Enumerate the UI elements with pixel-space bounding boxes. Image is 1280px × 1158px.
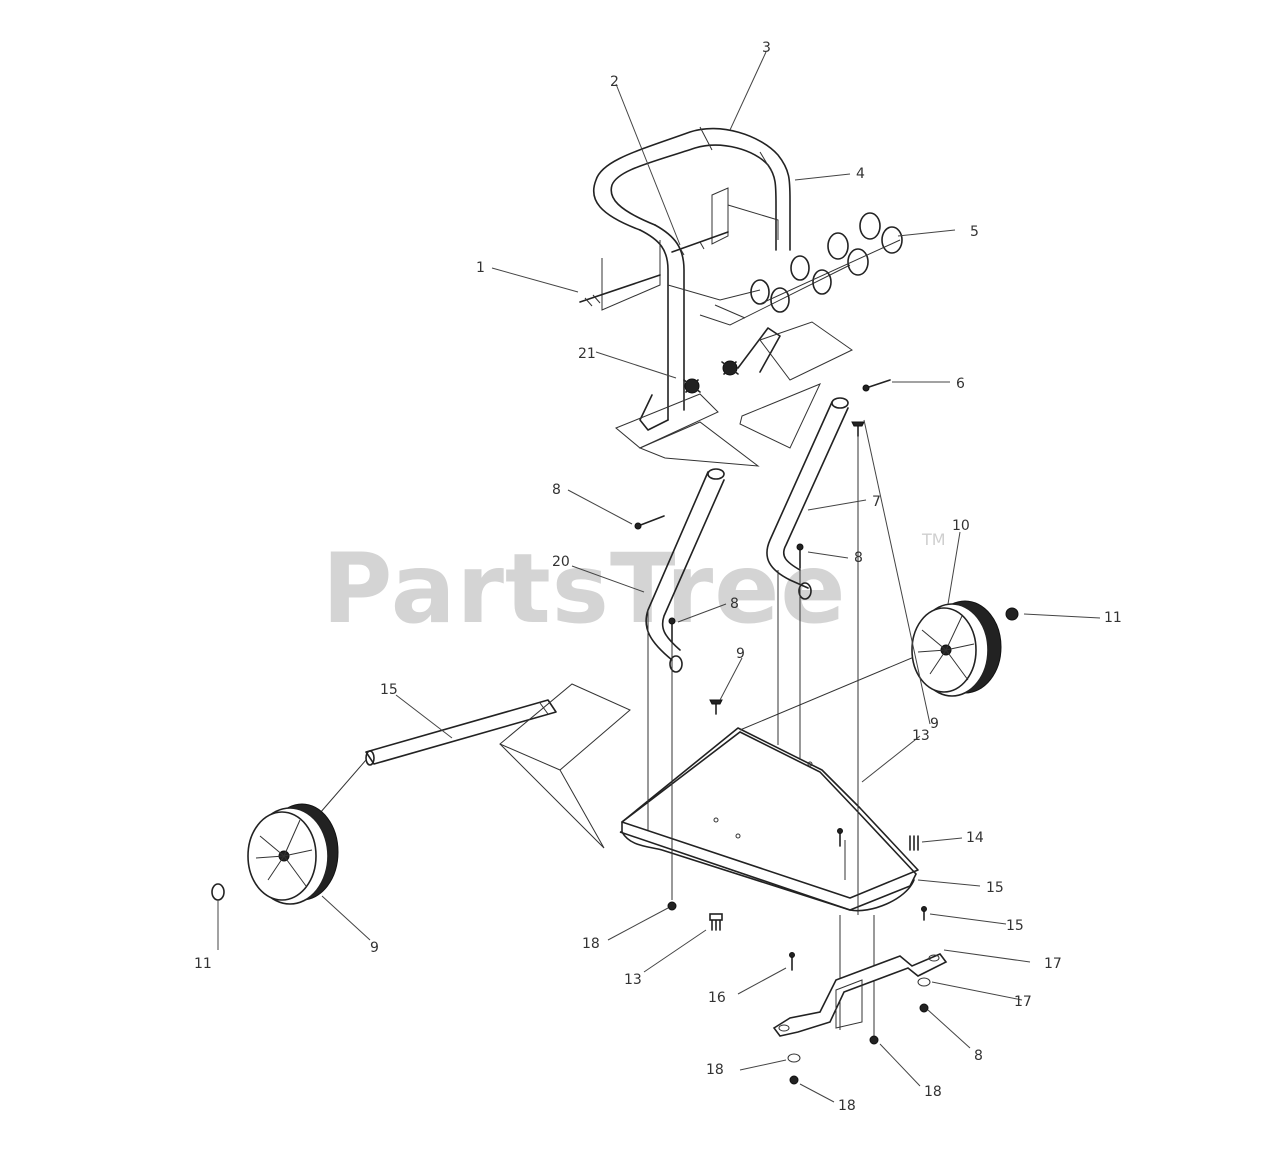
callout-18-lower-right: 18 (924, 1084, 942, 1100)
callout-11-left: 11 (194, 956, 212, 972)
callout-11-right: 11 (1104, 610, 1122, 626)
decal-upper (759, 321, 853, 381)
callout-20: 20 (552, 554, 570, 570)
callout-3: 3 (762, 40, 771, 56)
callout-8-lower: 8 (974, 1048, 983, 1064)
wheel-right-part-10 (911, 600, 1002, 697)
leader-lines (217, 51, 1101, 1103)
callout-9-left: 9 (736, 646, 745, 662)
callout-15-right: 15 (1006, 918, 1024, 934)
callout-21: 21 (578, 346, 596, 362)
callout-5: 5 (970, 224, 979, 240)
hose-tray (601, 187, 851, 326)
watermark-trademark: TM (921, 530, 946, 549)
callout-1: 1 (476, 260, 485, 276)
callout-14: 15 (986, 880, 1004, 896)
callout-12: 13 (912, 728, 930, 744)
frame-tube-part-7 (766, 397, 849, 600)
callout-17-left: 18 (706, 1062, 724, 1078)
wheel-left-part-10 (247, 803, 339, 905)
decal-left (615, 393, 719, 449)
callout-4: 4 (856, 166, 865, 182)
callout-7: 7 (872, 494, 881, 510)
callout-17-right: 17 (1014, 994, 1032, 1010)
callouts: 3 2 4 5 1 21 6 8 7 10 8 20 8 11 9 15 9 1… (194, 40, 1122, 1114)
callout-8-center: 8 (730, 596, 739, 612)
callout-18-bottom: 18 (838, 1098, 856, 1114)
cap-left-part-11 (211, 883, 225, 901)
callout-8-upper-left: 8 (552, 482, 561, 498)
callout-6: 6 (956, 376, 965, 392)
decal-left-lower (638, 421, 760, 467)
callout-13-left: 13 (624, 972, 642, 988)
callout-10-right: 10 (952, 518, 970, 534)
upper-handle (592, 126, 791, 431)
bolts (634, 379, 927, 971)
axle-part-15 (299, 651, 927, 849)
watermark-brand: PartsTree (322, 533, 846, 645)
cap-right-part-11 (1005, 607, 1019, 621)
callout-8-right: 8 (854, 550, 863, 566)
callout-2: 2 (610, 74, 619, 90)
callout-15-center: 16 (708, 990, 726, 1006)
callout-15-axle: 15 (380, 682, 398, 698)
callout-16: 17 (1044, 956, 1062, 972)
callout-13-right: 14 (966, 830, 984, 846)
bracket-part-16 (772, 953, 948, 1037)
tie-part-2 (671, 231, 729, 256)
callout-10-left: 9 (370, 940, 379, 956)
assembly-lines (647, 435, 875, 1040)
callout-18-left: 18 (582, 936, 600, 952)
callout-9-right: 9 (930, 716, 939, 732)
rod-part-1 (579, 274, 661, 307)
base-plate-part-14 (619, 727, 919, 912)
decal-right (739, 383, 821, 449)
hose-hooks (750, 212, 903, 313)
nuts-washers (667, 901, 931, 1085)
